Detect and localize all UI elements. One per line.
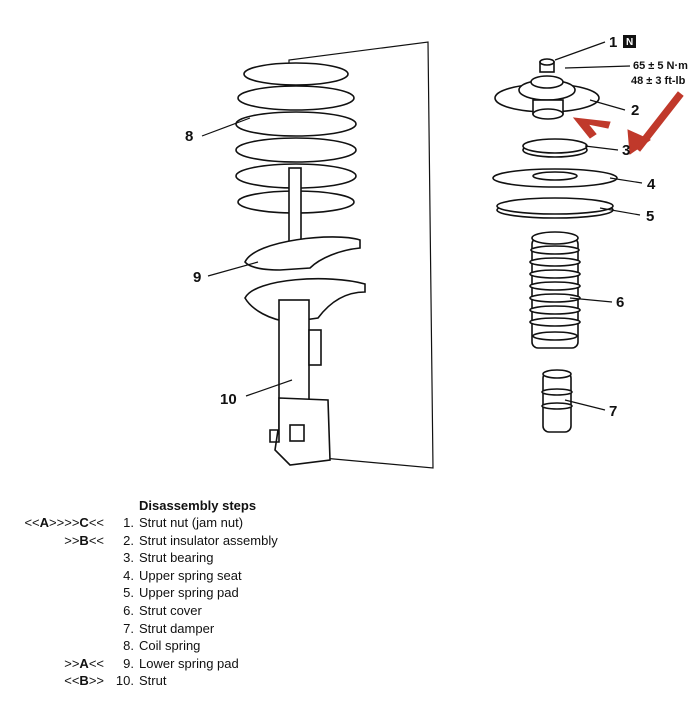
step-row: >>B<< 2. Strut insulator assembly (0, 532, 700, 550)
step-reference-marks: >>A<< (64, 655, 104, 671)
n-marker-box (623, 35, 636, 48)
step-row: <<B>> 10. Strut (0, 672, 700, 690)
lower-spring-pad (244, 236, 361, 271)
step-name: Upper spring seat (139, 567, 242, 583)
step-name: Strut bearing (139, 550, 214, 566)
step-row: 4. Upper spring seat (0, 567, 700, 585)
callout-2: 2 (631, 102, 639, 119)
step-number: 2. (123, 532, 134, 548)
step-name: Strut insulator assembly (139, 532, 278, 548)
step-number: 8. (123, 638, 134, 654)
n-marker-letter: N (626, 37, 633, 48)
step-name: Coil spring (139, 638, 201, 654)
callout-6: 6 (616, 294, 624, 311)
callout-8: 8 (185, 128, 193, 145)
strut-cover (529, 231, 581, 349)
step-number: 3. (123, 550, 134, 566)
upper-spring-pad (496, 197, 614, 219)
strut-nut (539, 58, 555, 73)
step-reference-marks: >>B<< (64, 532, 104, 548)
step-row: <<A>>>>C<< 1. Strut nut (jam nut) (0, 514, 700, 532)
callout-9: 9 (193, 269, 201, 286)
strut-rod (288, 167, 302, 249)
step-row: 7. Strut damper (0, 620, 700, 638)
step-name: Strut cover (139, 603, 202, 618)
callout-4: 4 (647, 176, 656, 193)
strut-body (269, 299, 331, 466)
callout-1: 1 (609, 34, 617, 51)
step-number: 10. (115, 673, 134, 689)
step-number: 4. (123, 567, 134, 583)
step-number: 7. (123, 620, 134, 636)
step-number: 6. (123, 603, 134, 618)
step-reference-marks: <<A>>>>C<< (24, 515, 104, 530)
strut-insulator-assembly (494, 75, 600, 120)
strut-damper (541, 369, 573, 433)
step-row: >>A<< 9. Lower spring pad (0, 655, 700, 673)
upper-spring-seat (492, 168, 618, 188)
step-name: Lower spring pad (139, 655, 239, 671)
step-name: Strut (139, 673, 167, 689)
step-name: Strut nut (jam nut) (139, 515, 244, 530)
coil-spring (235, 62, 357, 214)
step-number: 9. (123, 655, 134, 671)
red-arrow-icon (572, 91, 684, 155)
step-row: 5. Upper spring pad (0, 584, 700, 602)
leader-lines (201, 41, 643, 411)
strut-bearing (522, 138, 588, 158)
callout-5: 5 (646, 208, 654, 225)
step-number: 5. (123, 585, 134, 601)
torque-imperial: 48 ± 3 ft-lb (631, 75, 686, 87)
step-name: Upper spring pad (139, 585, 239, 601)
step-row: 3. Strut bearing (0, 549, 700, 567)
step-row: 6. Strut cover (0, 602, 700, 620)
step-number: 1. (123, 515, 134, 530)
step-reference-marks: <<B>> (64, 673, 104, 689)
callout-3: 3 (622, 142, 630, 159)
callout-7: 7 (609, 403, 617, 420)
step-name: Strut damper (139, 620, 215, 636)
strut-exploded-diagram: 1 N 65 ± 5 N·m 48 ± 3 ft-lb 2 3 4 5 6 7 … (185, 34, 688, 469)
torque-metric: 65 ± 5 N·m (633, 60, 688, 72)
step-row: 8. Coil spring (0, 637, 700, 655)
steps-title: Disassembly steps (139, 498, 257, 513)
callout-10: 10 (220, 391, 237, 408)
